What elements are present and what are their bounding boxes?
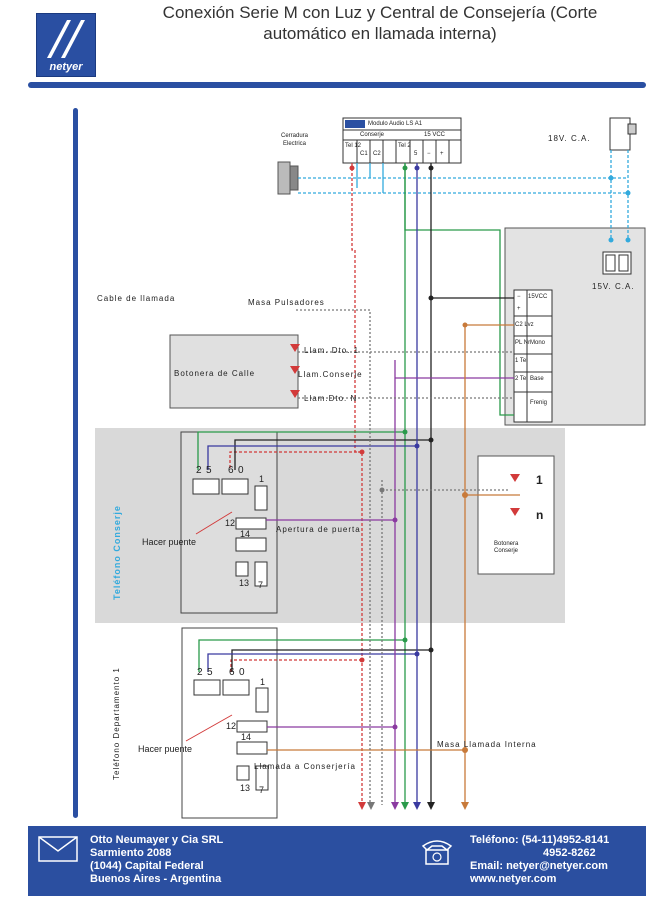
logo-mark-icon	[47, 20, 85, 58]
psu-tel2: 2 Tel	[515, 376, 528, 382]
footer-street: Sarmiento 2088	[90, 847, 172, 859]
audio-module	[342, 117, 462, 164]
c-t7: 7	[258, 580, 264, 590]
v15-label: 15V. C.A.	[592, 282, 635, 291]
c-t14: 14	[240, 529, 251, 539]
d-t12: 12	[226, 721, 237, 731]
term-c1: C1	[360, 151, 368, 157]
footer-region: Buenos Aires - Argentina	[90, 873, 222, 885]
term-5: 5	[414, 151, 418, 157]
transformer-18v	[609, 117, 637, 151]
term-plus: +	[440, 151, 444, 157]
v18-label: 18V. C.A.	[548, 134, 591, 143]
term-c2: C2	[373, 151, 381, 157]
d-t7: 7	[259, 785, 265, 795]
llam-conserje-label: Llam.Conserje	[298, 370, 363, 379]
header-rule	[28, 82, 646, 88]
footer-contact: Teléfono: (54-11)4952-8141 4952-8262 Ema…	[470, 834, 609, 886]
power-supply-15v	[504, 227, 646, 426]
vcc-header: 15 VCC	[424, 132, 446, 138]
c-t0: 0	[238, 465, 244, 476]
door-lock	[277, 161, 299, 195]
d-t14: 14	[241, 732, 252, 742]
hacer-puente-1: Hacer puente	[142, 537, 197, 547]
d-t1: 1	[260, 677, 266, 687]
footer-web[interactable]: www.netyer.com	[470, 873, 557, 885]
left-rule	[73, 108, 78, 818]
d-t0: 0	[239, 667, 245, 678]
psu-c2: C2 Lvz	[515, 322, 534, 328]
psu-plus: +	[517, 306, 521, 312]
term-minus: −	[427, 151, 431, 157]
d-t6: 6	[229, 667, 235, 678]
psu-15vcc: 15VCC	[528, 294, 548, 300]
d-t5: 5	[207, 667, 213, 678]
footer-phone-2: 4952-8262	[543, 847, 596, 859]
c-t12: 12	[225, 518, 236, 528]
term-tel12: Tel 12	[345, 143, 362, 149]
llam-dto1-label: Llam. Dto. 1	[304, 346, 360, 355]
conserje-btn-n: n	[536, 508, 545, 522]
hacer-puente-2: Hacer puente	[138, 744, 193, 754]
logo-text: netyer	[49, 61, 83, 73]
lock-label: Cerradura	[281, 133, 309, 139]
conserje-header: Conserje	[360, 132, 385, 138]
dept-terminals	[193, 679, 269, 791]
c-t2: 2	[196, 465, 202, 476]
botonera-conserje-2: Conserje	[494, 548, 519, 554]
d-t2: 2	[197, 667, 203, 678]
llam-dton-label: Llam.Dto. N	[304, 394, 358, 403]
psu-freno: Frenig	[530, 400, 548, 406]
psu-tel1: 1 Tel	[515, 358, 528, 364]
footer-company: Otto Neumayer y Cia SRL	[90, 834, 224, 846]
term-tel2: Tel 2	[398, 143, 411, 149]
telefono-conserje-label: Teléfono Conserje	[112, 505, 122, 600]
psu-base: Base	[530, 376, 544, 382]
c-t1: 1	[259, 474, 265, 484]
masa-pulsadores-label: Masa Pulsadores	[248, 298, 325, 307]
street-panel	[169, 334, 299, 409]
llamada-conserjeria-label: Llamada a Conserjería	[254, 762, 356, 771]
footer-address: Otto Neumayer y Cia SRL Sarmiento 2088 (…	[90, 834, 223, 886]
c-t6: 6	[228, 465, 234, 476]
footer-phone: Teléfono: (54-11)4952-8141	[470, 834, 610, 846]
module-label: Modulo Audio LS A1	[368, 121, 423, 127]
botonera-calle-label: Botonera de Calle	[174, 369, 256, 378]
conserje-btn-1: 1	[536, 473, 544, 487]
page-title: Conexión Serie M con Luz y Central de Co…	[162, 3, 598, 43]
footer: Otto Neumayer y Cia SRL Sarmiento 2088 (…	[28, 826, 646, 896]
telefono-dpto-label: Teléfono Departamento 1	[112, 667, 121, 780]
telephone-icon	[421, 840, 453, 865]
envelope-icon	[38, 836, 78, 862]
cable-llamada-label: Cable de llamada	[97, 294, 176, 303]
apertura-label: Apertura de puerta	[276, 525, 361, 534]
c-t5: 5	[206, 465, 212, 476]
psu-mono: Mono	[530, 340, 546, 346]
d-t13: 13	[240, 783, 251, 793]
masa-llamada-label: Masa Llamada Interna	[437, 740, 537, 749]
botonera-conserje-1: Botonera	[494, 541, 519, 547]
netyer-logo: netyer	[36, 13, 96, 77]
c-t13: 13	[239, 578, 250, 588]
conserje-terminals	[192, 478, 268, 587]
psu-pl: PL Nr	[515, 340, 531, 346]
footer-city: (1044) Capital Federal	[90, 860, 204, 872]
psu-minus: −	[517, 294, 521, 300]
lock-label-2: Electrica	[283, 141, 307, 147]
footer-email[interactable]: Email: netyer@netyer.com	[470, 860, 608, 872]
